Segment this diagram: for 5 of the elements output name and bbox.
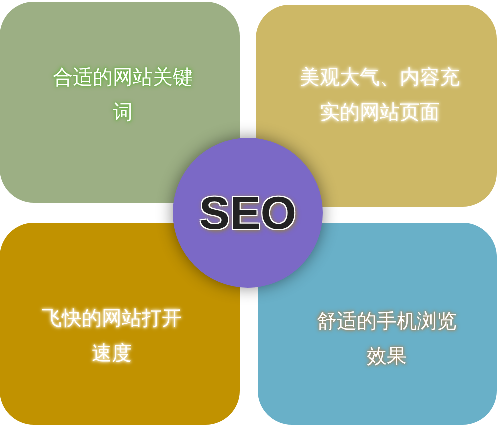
center-label: SEO [199, 191, 297, 235]
feature-text: 美观大气、内容充实的网站页面 [299, 64, 461, 126]
feature-text: 合适的网站关键词 [52, 64, 194, 126]
feature-text: 舒适的手机浏览效果 [316, 308, 458, 370]
feature-text: 飞快的网站打开速度 [41, 304, 183, 366]
